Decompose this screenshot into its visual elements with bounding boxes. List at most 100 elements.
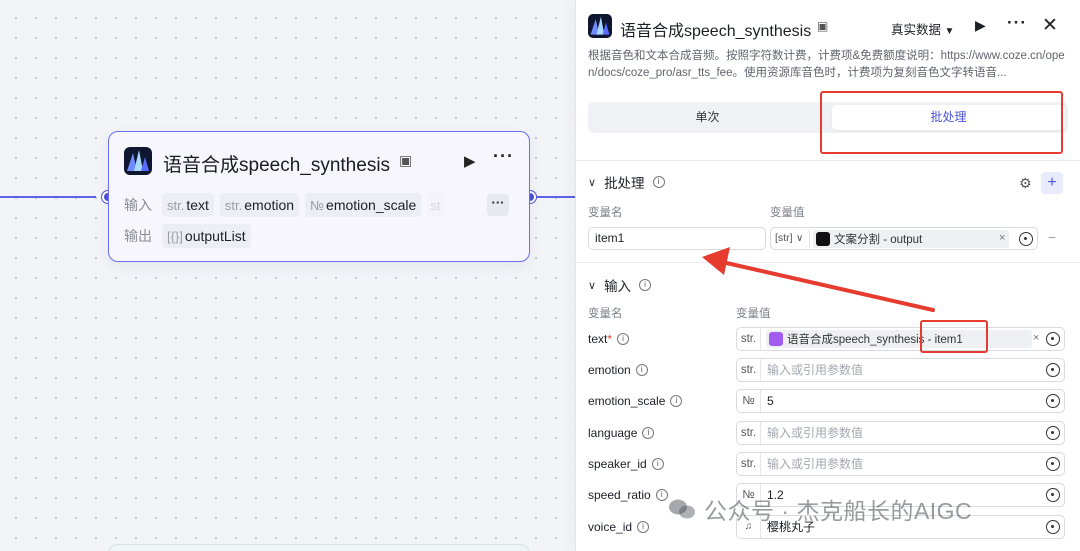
info-icon: i [652, 176, 665, 188]
variable-ref-icon[interactable] [1046, 457, 1060, 471]
annotation-box-batch-tab [820, 91, 1063, 154]
node-run-button[interactable]: ▶ [464, 153, 476, 170]
wechat-icon [668, 497, 696, 521]
voice-id-value: 樱桃丸子 [767, 520, 816, 534]
info-icon: i [639, 279, 652, 291]
chevron-down-icon: ▼ [944, 26, 955, 37]
clear-icon[interactable]: × [1033, 332, 1040, 344]
node-inputs-more-button[interactable]: ··· [487, 194, 509, 216]
speech-synthesis-app-icon [124, 147, 152, 175]
param-name-emotion-scale: emotion_scale i [588, 394, 683, 408]
type-badge: str. [737, 359, 761, 381]
node-input-chip-emotion: str.emotion [219, 193, 300, 217]
outgoing-connection-line [536, 196, 576, 198]
info-icon: i [637, 521, 650, 533]
batch-col-value-header: 变量值 [770, 207, 805, 219]
node-input-chip-text: str.text [162, 193, 214, 217]
input-section-title: 输入 [604, 279, 632, 294]
info-icon: i [651, 458, 664, 470]
chevron-down-icon: ∨ [588, 279, 597, 292]
emotion-scale-input[interactable]: 5 [767, 394, 774, 408]
node-description: 根据音色和文本合成音频。按照字符数计费，计费项&免费额度说明：https://w… [588, 50, 1065, 79]
info-icon: i [655, 489, 668, 501]
info-icon: i [642, 427, 655, 439]
info-icon: i [670, 395, 683, 407]
node-output-label: 输出 [124, 228, 152, 244]
annotation-box-item1 [920, 320, 988, 353]
panel-more-button[interactable]: ··· [1007, 13, 1027, 32]
speaker-id-input[interactable]: 输入或引用参数值 [767, 457, 864, 471]
type-select[interactable]: [str] [775, 232, 793, 244]
tab-batch[interactable]: 批处理 [832, 105, 1065, 130]
param-value-speaker-id[interactable]: str. 输入或引用参数值 [736, 452, 1065, 476]
param-value-speed-ratio[interactable]: № 1.2 [736, 483, 1065, 507]
info-icon: i [635, 364, 648, 376]
node-more-button[interactable]: ··· [493, 146, 514, 166]
type-badge: № [737, 390, 761, 412]
tab-single[interactable]: 单次 [695, 110, 720, 124]
batch-section-header[interactable]: ∨ 批处理 i [588, 172, 665, 192]
mode-segmented-control: 单次 批处理 [588, 102, 1068, 133]
close-icon[interactable]: ✕ [1042, 15, 1058, 36]
panel-app-icon [588, 14, 612, 38]
batch-var-name-input[interactable]: item1 [588, 227, 766, 250]
input-col-value-header: 变量值 [736, 308, 771, 320]
input-col-name-header: 变量名 [588, 308, 623, 320]
node-input-chip-truncated: st [427, 193, 446, 217]
node-title: 语音合成speech_synthesis [163, 155, 391, 176]
variable-ref-icon[interactable] [1046, 363, 1060, 377]
batch-section-title: 批处理 [604, 176, 645, 191]
variable-ref-icon[interactable] [1046, 394, 1060, 408]
node-output-row: 输出 [{}]outputList [124, 224, 251, 248]
param-name-text: text* i [588, 332, 630, 346]
param-value-language[interactable]: str. 输入或引用参数值 [736, 421, 1065, 445]
info-icon: i [617, 333, 630, 345]
param-name-speaker-id: speaker_id i [588, 457, 664, 471]
variable-ref-icon[interactable] [1046, 488, 1060, 502]
speed-ratio-input[interactable]: 1.2 [767, 488, 784, 502]
remove-batch-variable-button[interactable]: − [1048, 229, 1057, 245]
param-name-language: language i [588, 426, 655, 440]
type-badge: № [737, 484, 761, 506]
panel-title: 语音合成speech_synthesis [620, 23, 812, 40]
chevron-down-icon[interactable]: ∨ [796, 233, 804, 244]
node-output-chip: [{}]outputList [162, 224, 251, 248]
variable-ref-icon[interactable] [1046, 332, 1060, 346]
doc-split-node-icon [816, 232, 830, 246]
param-name-speed-ratio: speed_ratio i [588, 488, 668, 502]
type-badge: str. [737, 422, 761, 444]
node-robot-icon: ▣ [399, 152, 413, 168]
variable-ref-icon[interactable] [1046, 520, 1060, 534]
param-name-emotion: emotion i [588, 363, 648, 377]
panel-robot-icon: ▣ [817, 19, 829, 33]
node-input-label: 输入 [124, 197, 152, 213]
gear-icon[interactable]: ⚙ [1019, 175, 1032, 191]
panel-run-button[interactable]: ▶ [975, 17, 986, 33]
param-value-emotion[interactable]: str. 输入或引用参数值 [736, 358, 1065, 382]
add-batch-variable-button[interactable]: + [1041, 172, 1063, 194]
section-divider [576, 160, 1080, 161]
param-value-text[interactable]: str. 语音合成speech_synthesis - item1 × [736, 327, 1065, 351]
batch-ref-tag: 文案分割 - output [813, 230, 1009, 248]
text-ref-tag: 语音合成speech_synthesis - item1 [766, 330, 1032, 348]
clear-icon[interactable]: × [999, 232, 1006, 244]
batch-var-value-field[interactable]: [str] ∨ 文案分割 - output × [770, 227, 1038, 250]
next-node-partial[interactable] [108, 544, 530, 551]
emotion-input[interactable]: 输入或引用参数值 [767, 363, 864, 377]
input-section-header[interactable]: ∨ 输入 i [588, 275, 652, 295]
param-value-voice-id[interactable]: ♫ 樱桃丸子 [736, 515, 1065, 539]
variable-ref-icon[interactable] [1046, 426, 1060, 440]
node-config-panel: 语音合成speech_synthesis ▣ 真实数据 ▼ ▶ ··· ✕ 根据… [575, 0, 1080, 551]
param-name-voice-id: voice_id i [588, 520, 650, 534]
param-value-emotion-scale[interactable]: № 5 [736, 389, 1065, 413]
batch-col-name-header: 变量名 [588, 207, 623, 219]
real-data-dropdown[interactable]: 真实数据 ▼ [891, 23, 955, 37]
variable-ref-icon[interactable] [1019, 232, 1033, 246]
type-badge: str. [737, 328, 761, 350]
type-badge: str. [737, 453, 761, 475]
speech-synthesis-node[interactable]: 语音合成speech_synthesis ▣ ▶ ··· 输入 str.text… [108, 131, 530, 262]
incoming-connection-line [0, 196, 96, 198]
language-input[interactable]: 输入或引用参数值 [767, 426, 864, 440]
